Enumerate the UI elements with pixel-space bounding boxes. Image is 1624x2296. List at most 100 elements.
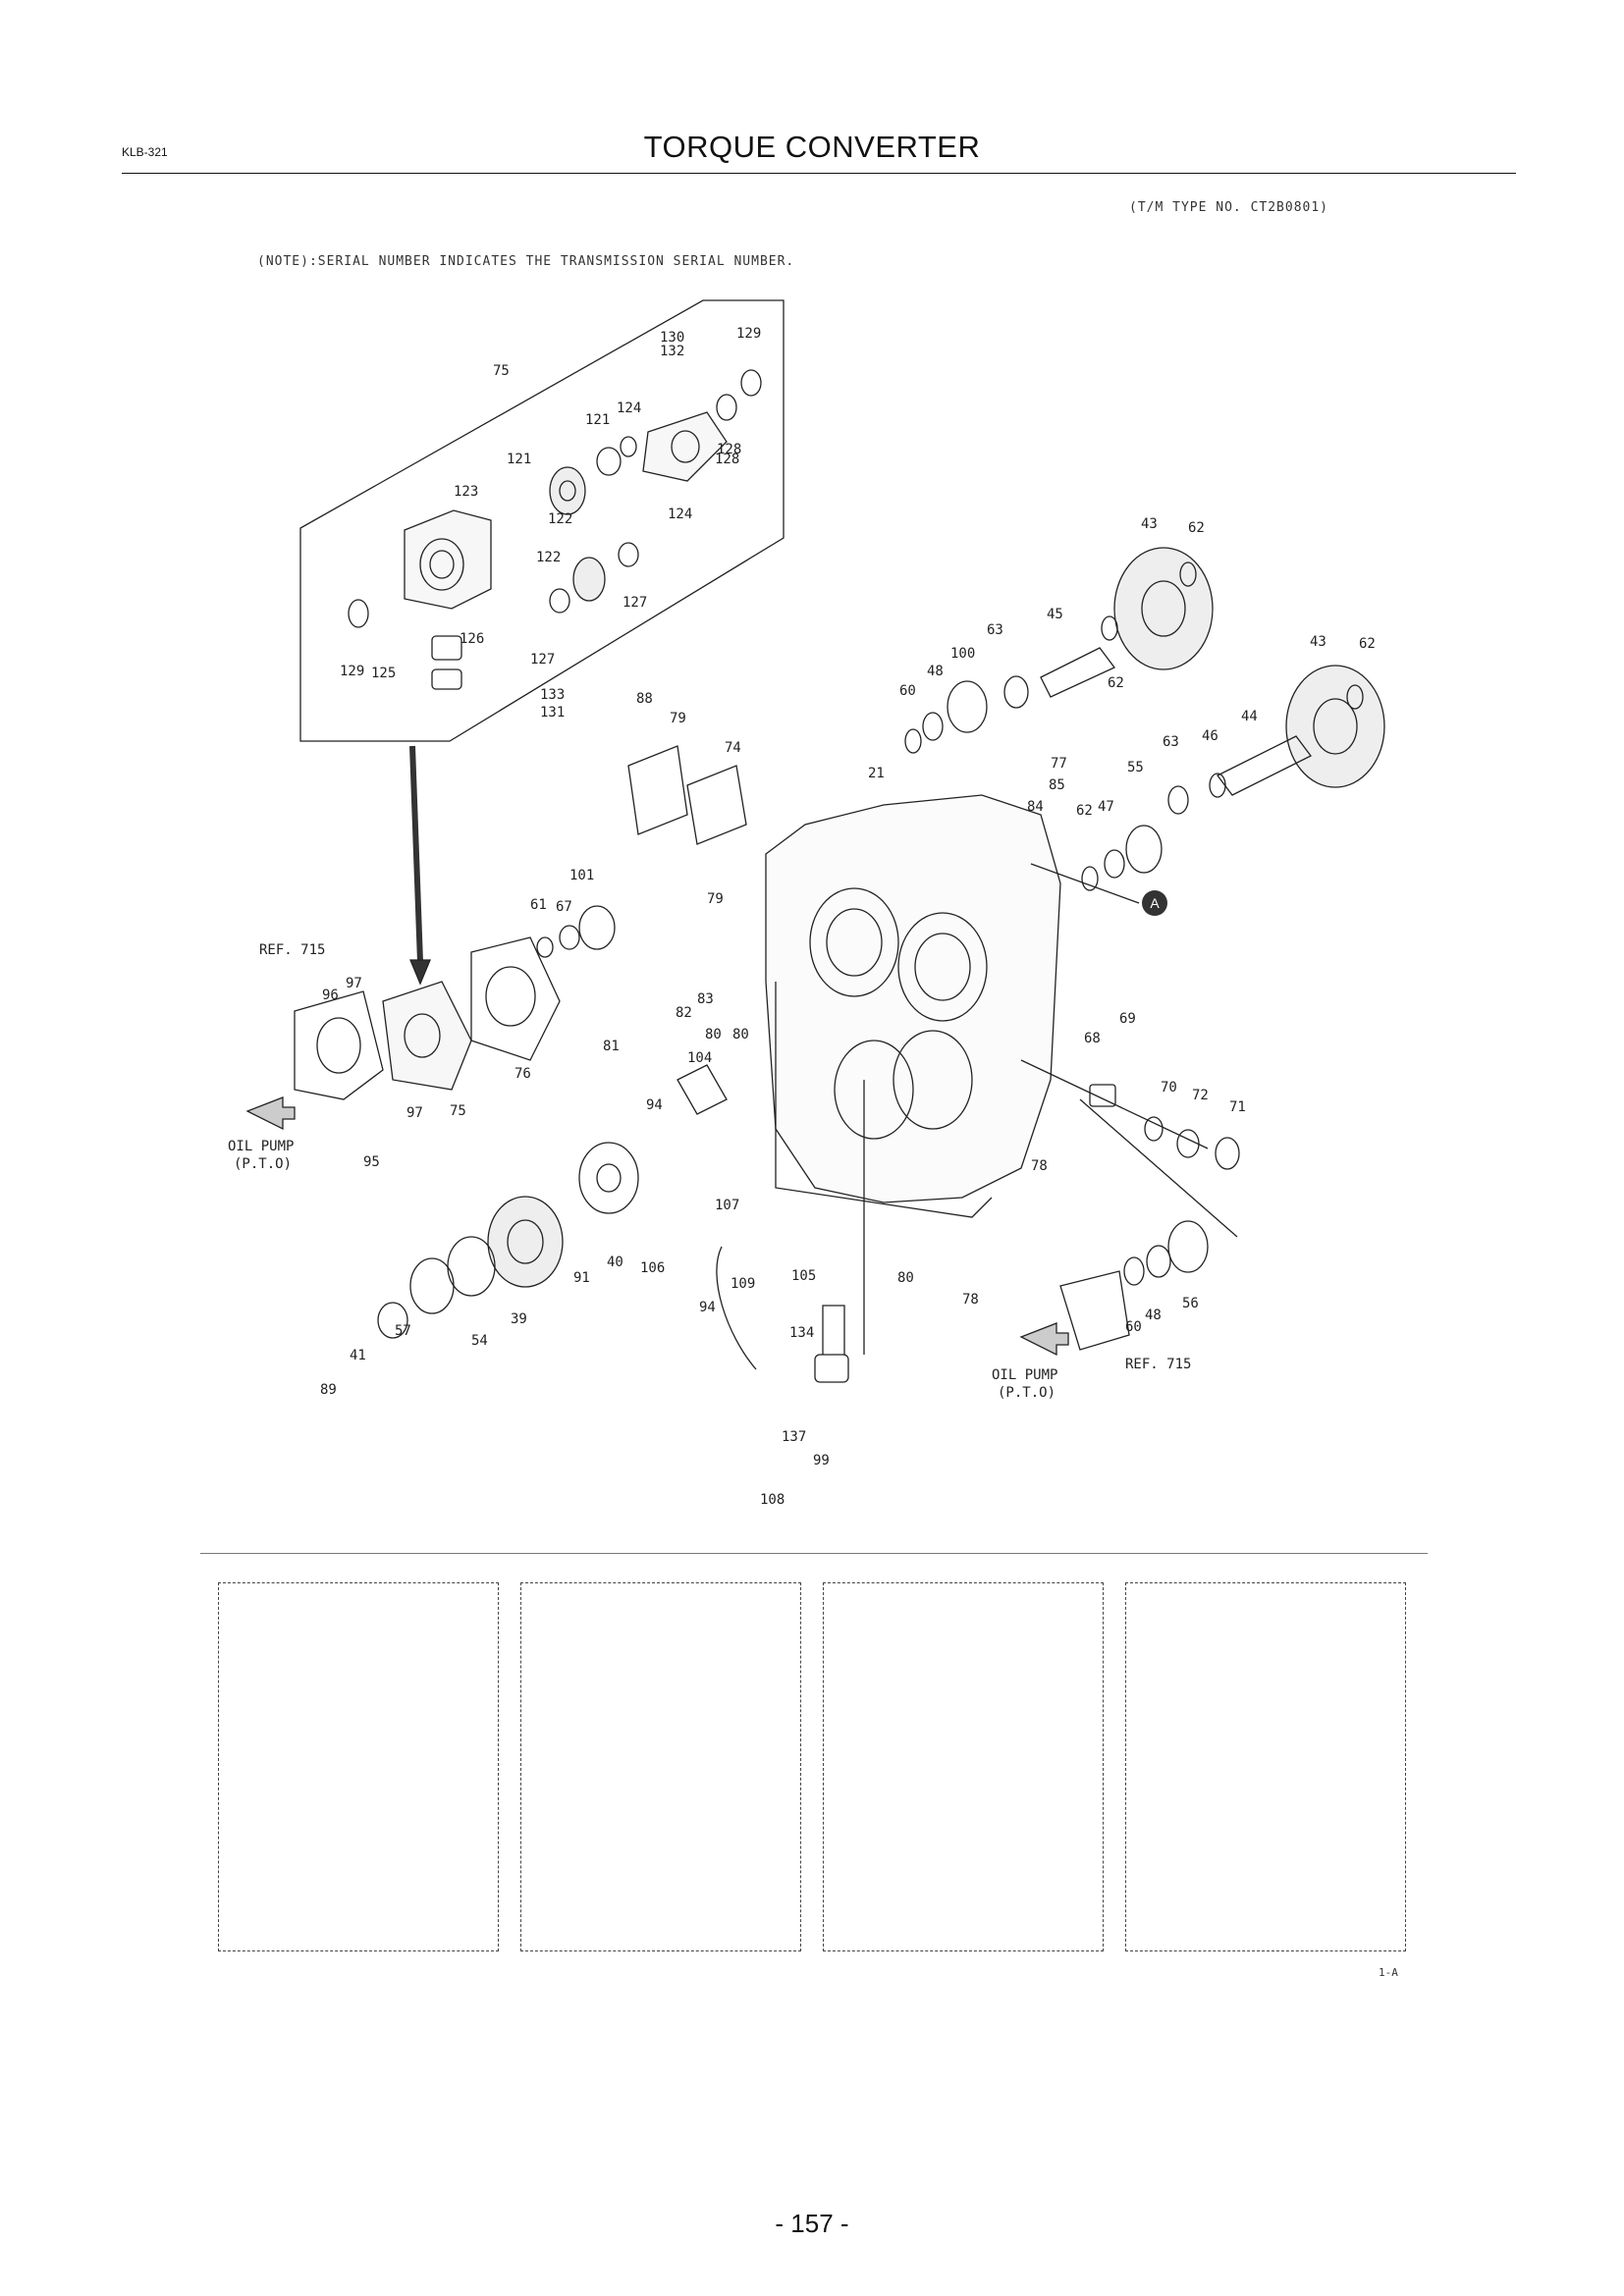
part-number-label: 122	[536, 550, 561, 565]
serial-number-note: (NOTE):SERIAL NUMBER INDICATES THE TRANS…	[257, 254, 795, 269]
part-number-label: 94	[699, 1300, 716, 1315]
part-number-label: 127	[623, 595, 647, 611]
part-number-label: 70	[1161, 1080, 1177, 1095]
page-reference: 1-A	[1379, 1966, 1398, 1979]
part-number-label: 48	[1145, 1308, 1162, 1323]
part-number-label: 83	[697, 991, 714, 1007]
document-code: KLB-321	[122, 145, 168, 159]
part-number-label: 82	[676, 1005, 692, 1021]
part-number-label: 62	[1188, 520, 1205, 536]
part-number-label: 41	[350, 1348, 366, 1363]
part-number-label: 72	[1192, 1088, 1209, 1103]
part-number-label: 97	[346, 976, 362, 991]
part-number-label: 61	[530, 897, 547, 913]
part-number-label: 39	[511, 1311, 527, 1327]
part-number-label: 104	[687, 1050, 712, 1066]
part-number-label: 132	[660, 344, 684, 359]
part-number-label: 56	[1182, 1296, 1199, 1311]
svg-text:OIL PUMP: OIL PUMP	[992, 1367, 1057, 1383]
part-number-label: 68	[1084, 1031, 1101, 1046]
page-number: - 157 -	[775, 2209, 849, 2238]
part-number-label: 63	[987, 622, 1003, 638]
header-rule	[122, 173, 1516, 174]
part-number-label: 126	[460, 631, 484, 647]
part-number-label: 101	[569, 868, 594, 883]
serial-number-box	[520, 1582, 801, 1951]
part-number-label: 44	[1241, 709, 1258, 724]
svg-text:OIL PUMP: OIL PUMP	[228, 1139, 294, 1154]
part-number-label: 96	[322, 988, 339, 1003]
part-number-label: 79	[670, 711, 686, 726]
oil-pump-label-left: OIL PUMP (P.T.O)	[228, 1139, 294, 1172]
part-number-label: 79	[707, 891, 724, 907]
part-number-label: 48	[927, 664, 944, 679]
part-number-label: 62	[1359, 636, 1376, 652]
part-number-label: 109	[731, 1276, 755, 1292]
part-number-label: 77	[1051, 756, 1067, 772]
serial-number-box	[1125, 1582, 1406, 1951]
part-number-label: 89	[320, 1382, 337, 1398]
part-number-label: 80	[897, 1270, 914, 1286]
part-number-label: 76	[514, 1066, 531, 1082]
part-number-label: 71	[1229, 1099, 1246, 1115]
part-number-label: 45	[1047, 607, 1063, 622]
inset-frame	[299, 299, 785, 742]
part-number-label: 85	[1049, 777, 1065, 793]
part-number-label: 131	[540, 705, 565, 721]
svg-text:(P.T.O): (P.T.O)	[234, 1156, 292, 1172]
part-number-label: 21	[868, 766, 885, 781]
part-number-label: 128	[715, 452, 739, 467]
part-number-label: 67	[556, 899, 572, 915]
callout-marker-a: A	[1142, 890, 1167, 916]
part-number-label: 129	[736, 326, 761, 342]
part-number-label: 99	[813, 1453, 830, 1468]
part-number-label: 43	[1310, 634, 1326, 650]
part-number-label: 55	[1127, 760, 1144, 775]
part-number-label: 123	[454, 484, 478, 500]
part-number-label: 130	[660, 330, 684, 346]
part-number-label: 106	[640, 1260, 665, 1276]
part-number-label: 128	[717, 442, 741, 457]
part-number-label: 100	[950, 646, 975, 662]
part-number-label: 81	[603, 1039, 620, 1054]
part-number-label: 75	[493, 363, 510, 379]
oil-pump-label-right: OIL PUMP (P.T.O)	[992, 1367, 1057, 1401]
part-number-label: 124	[668, 507, 692, 522]
svg-text:(P.T.O): (P.T.O)	[998, 1385, 1056, 1401]
part-number-label: 62	[1108, 675, 1124, 691]
transmission-type-number: (T/M TYPE NO. CT2B0801)	[1129, 200, 1329, 215]
section-separator	[200, 1553, 1428, 1554]
part-number-label: 75	[450, 1103, 466, 1119]
part-number-label: REF. 715	[259, 942, 325, 958]
part-number-label: 122	[548, 511, 572, 527]
part-number-label: 134	[789, 1325, 814, 1341]
part-number-label: 121	[585, 412, 610, 428]
part-number-label: 108	[760, 1492, 785, 1508]
part-number-label: 46	[1202, 728, 1218, 744]
part-number-label: 124	[617, 400, 641, 416]
part-number-label: REF. 715	[1125, 1357, 1191, 1372]
part-number-label: 88	[636, 691, 653, 707]
part-number-label: 95	[363, 1154, 380, 1170]
part-number-label: 80	[732, 1027, 749, 1042]
part-number-label: 74	[725, 740, 741, 756]
page-title: TORQUE CONVERTER	[643, 130, 981, 164]
part-number-label: 129	[340, 664, 364, 679]
part-number-label: 80	[705, 1027, 722, 1042]
part-number-label: 105	[791, 1268, 816, 1284]
part-number-label: 84	[1027, 799, 1044, 815]
part-number-label: 43	[1141, 516, 1158, 532]
part-number-label: 69	[1119, 1011, 1136, 1027]
part-number-label: 94	[646, 1097, 663, 1113]
part-number-label: 57	[395, 1323, 411, 1339]
serial-number-box	[218, 1582, 499, 1951]
part-number-label: 47	[1098, 799, 1114, 815]
part-number-label: 40	[607, 1255, 623, 1270]
svg-text:A: A	[1150, 895, 1160, 911]
part-number-label: 133	[540, 687, 565, 703]
part-number-label: 54	[471, 1333, 488, 1349]
part-number-label: 60	[1125, 1319, 1142, 1335]
part-number-label: 137	[782, 1429, 806, 1445]
part-number-label: 60	[899, 683, 916, 699]
